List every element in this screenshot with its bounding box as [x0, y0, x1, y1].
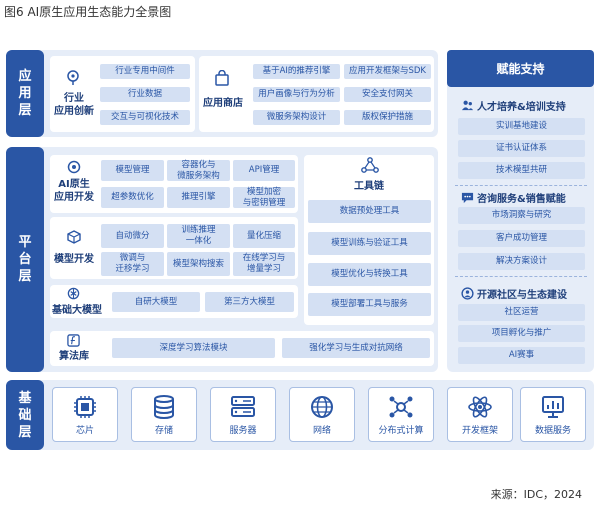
talent-title: 人才培养&培训支持 [477, 102, 566, 113]
model-dev-label: 模型开发 [54, 254, 94, 265]
talent-heading: 人才培养&培训支持 [461, 98, 566, 113]
model-dev-item-0: 自动微分 [101, 224, 164, 248]
model-dev-item-3: 微调与 迁移学习 [101, 252, 164, 276]
model-dev-item-5: 在线学习与 增量学习 [233, 252, 295, 276]
community-icon [461, 287, 474, 300]
app-store-item-1: 应用开发框架与SDK [344, 64, 431, 79]
industry-innovation-label: 行业 应用创新 [54, 93, 94, 117]
chip-icon [68, 394, 102, 420]
network-icon [361, 157, 379, 173]
infra-label-storage: 存储 [154, 425, 173, 436]
figure-title: 图6 AI原生应用生态能力全景图 [4, 5, 172, 19]
infra-label-chip: 芯片 [75, 425, 94, 436]
toolchain-item-3: 模型部署工具与服务 [308, 293, 431, 316]
app-store-item-5: 版权保护措施 [344, 110, 431, 125]
infrastructure-layer-head: 基础层 [6, 380, 44, 450]
algorithm-lib-item-1: 强化学习与生成对抗网络 [282, 338, 430, 358]
foundation-model-item-0: 自研大模型 [112, 292, 200, 312]
atom-icon [463, 394, 497, 420]
consulting-title: 咨询服务&销售赋能 [477, 194, 566, 205]
talent-item-1: 证书认证体系 [458, 140, 585, 157]
function-icon [67, 334, 80, 347]
infra-label-data-service: 数据服务 [534, 425, 571, 436]
platform-layer-title: 平台层 [18, 235, 32, 284]
enablement-divider-1 [455, 185, 587, 186]
talent-item-0: 实训基地建设 [458, 118, 585, 135]
open-source-item-2: AI赛事 [458, 347, 585, 364]
toolchain-item-2: 模型优化与转换工具 [308, 263, 431, 286]
industry-item-2: 交互与可视化技术 [100, 110, 190, 125]
model-dev-item-2: 量化压缩 [233, 224, 295, 248]
people-icon [461, 99, 474, 112]
app-store-item-4: 微服务架构设计 [253, 110, 340, 125]
infra-data-service: 数据服务 [520, 387, 586, 442]
toolchain-label: 工具链 [354, 181, 384, 192]
data-chart-icon [536, 394, 570, 420]
infra-storage: 存储 [131, 387, 197, 442]
foundation-model-item-1: 第三方大模型 [205, 292, 294, 312]
ai-native-dev-label: AI原生 应用开发 [54, 179, 94, 203]
openai-icon [67, 287, 80, 300]
ai-native-dev-item-5: 模型加密 与密钥管理 [233, 187, 295, 208]
lightbulb-pin-icon [66, 70, 80, 86]
server-icon [226, 394, 260, 420]
ai-native-dev-item-3: 超参数优化 [101, 187, 164, 208]
chat-icon [461, 191, 474, 204]
distributed-nodes-icon [384, 394, 418, 420]
open-source-item-0: 社区运营 [458, 304, 585, 321]
talent-item-2: 技术模型共研 [458, 162, 585, 179]
app-store-item-3: 安全支付网关 [344, 87, 431, 102]
foundation-model-label: 基础大模型 [52, 305, 102, 316]
ai-native-dev-item-4: 推理引擎 [167, 187, 230, 208]
app-store-item-0: 基于AI的推荐引擎 [253, 64, 340, 79]
application-layer-head: 应用层 [6, 50, 44, 137]
shopping-bag-icon [214, 70, 230, 86]
open-source-item-1: 项目孵化与推广 [458, 325, 585, 342]
industry-item-0: 行业专用中间件 [100, 64, 190, 79]
infra-label-distributed: 分布式计算 [378, 425, 424, 436]
ai-native-dev-item-0: 模型管理 [101, 160, 164, 181]
platform-layer-head: 平台层 [6, 147, 44, 372]
consulting-item-0: 市场洞察与研究 [458, 207, 585, 224]
infra-server: 服务器 [210, 387, 276, 442]
app-store-label: 应用商店 [203, 98, 243, 109]
algorithm-lib-item-0: 深度学习算法模块 [112, 338, 275, 358]
toolchain-item-0: 数据预处理工具 [308, 200, 431, 223]
database-icon [147, 394, 181, 420]
enablement-divider-2 [455, 276, 587, 277]
enablement-title: 赋能支持 [447, 50, 594, 87]
infrastructure-layer-title: 基础层 [18, 390, 32, 440]
infra-label-network: 网络 [312, 425, 331, 436]
globe-icon [305, 394, 339, 420]
consulting-item-2: 解决方案设计 [458, 253, 585, 270]
toolchain-item-1: 模型训练与验证工具 [308, 232, 431, 255]
gear-bulb-icon [67, 160, 81, 174]
infra-distributed: 分布式计算 [368, 387, 434, 442]
open-source-title: 开源社区与生态建设 [477, 290, 567, 301]
cube-icon [67, 230, 81, 244]
infra-label-dev-framework: 开发框架 [461, 425, 498, 436]
source-note: 来源：IDC，2024 [490, 488, 582, 501]
open-source-heading: 开源社区与生态建设 [461, 286, 567, 301]
model-dev-item-4: 模型架构搜索 [167, 252, 230, 276]
infra-dev-framework: 开发框架 [447, 387, 513, 442]
model-dev-item-1: 训练推理 一体化 [167, 224, 230, 248]
algorithm-lib-label: 算法库 [59, 351, 89, 362]
infra-chip: 芯片 [52, 387, 118, 442]
consulting-heading: 咨询服务&销售赋能 [461, 190, 566, 205]
infra-label-server: 服务器 [229, 425, 257, 436]
ai-native-dev-item-1: 容器化与 微服务架构 [167, 160, 230, 181]
application-layer-title: 应用层 [18, 69, 32, 118]
industry-item-1: 行业数据 [100, 87, 190, 102]
ai-native-dev-item-2: API管理 [233, 160, 295, 181]
app-store-item-2: 用户画像与行为分析 [253, 87, 340, 102]
consulting-item-1: 客户成功管理 [458, 230, 585, 247]
infra-network: 网络 [289, 387, 355, 442]
